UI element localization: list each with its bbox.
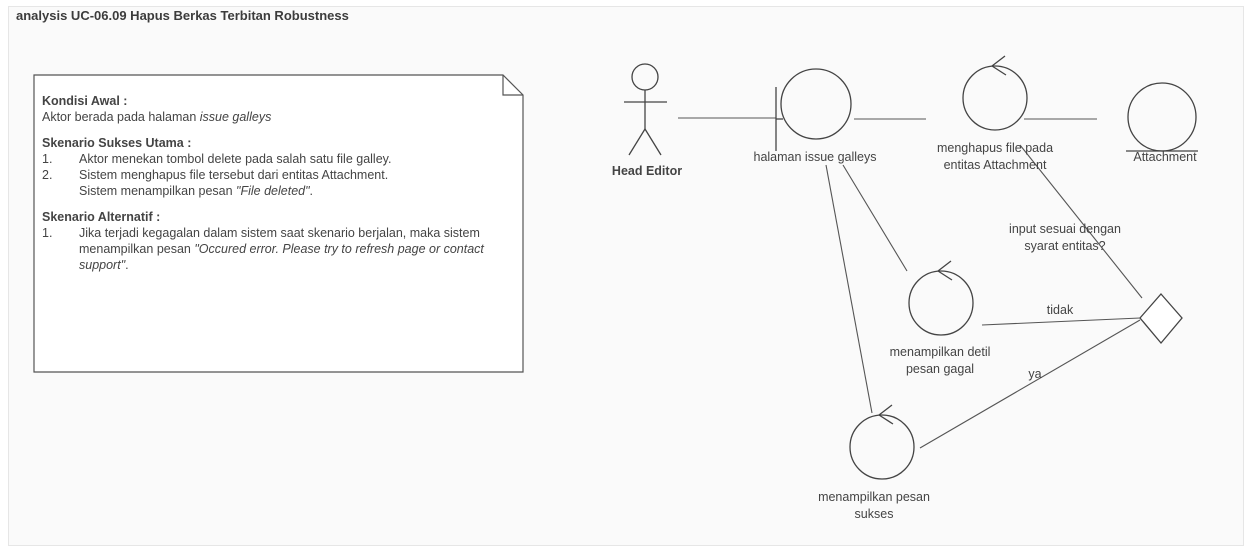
boundary-halaman-issue-galleys (775, 68, 852, 151)
link-success-decision (919, 319, 1141, 449)
control-menghapus-file (962, 55, 1028, 131)
main-scenario-heading: Skenario Sukses Utama : (42, 136, 192, 150)
main-step: 2.Sistem menghapus file tersebut dari en… (42, 168, 389, 198)
entity-attachment (1126, 82, 1198, 152)
main-scenario-steps: 1.Aktor menekan tombol delete pada salah… (42, 151, 520, 199)
diagram-title: analysis UC-06.09 Hapus Berkas Terbitan … (16, 8, 349, 23)
link-error-decision (981, 317, 1141, 326)
alt-step: 1.Jika terjadi kegagalan dalam sistem sa… (42, 226, 484, 272)
decision-diamond (1139, 293, 1183, 345)
alternative-scenario-heading: Skenario Alternatif : (42, 210, 161, 224)
actor-label: Head Editor (611, 164, 683, 178)
decision-question-label: input sesuai dengan syarat entitas? (1009, 222, 1121, 253)
note-fold (502, 75, 523, 96)
link-boundary-error (842, 164, 908, 272)
delete-control-label: menghapus file pada entitas Attachment (936, 141, 1054, 172)
boundary-label: halaman issue galleys (753, 150, 877, 164)
scenario-note: Kondisi Awal : Aktor berada pada halaman… (42, 93, 520, 273)
precondition-heading: Kondisi Awal : (42, 94, 128, 108)
link-boundary-success (825, 164, 873, 414)
no-branch-label: tidak (1046, 303, 1074, 317)
error-control-label: menampilkan detil pesan gagal (889, 345, 991, 376)
precondition-text: Aktor berada pada halaman issue galleys (42, 110, 272, 124)
note-box (33, 74, 524, 373)
success-control-label: menampilkan pesan sukses (818, 490, 930, 521)
main-step: 1.Aktor menekan tombol delete pada salah… (42, 152, 392, 166)
actor-head-editor (624, 63, 667, 156)
entity-label: Attachment (1133, 150, 1197, 164)
control-menampilkan-detil-pesan-gagal (908, 260, 974, 336)
control-menampilkan-pesan-sukses (849, 404, 915, 480)
yes-branch-label: ya (1028, 367, 1042, 381)
link-delete-decision (1019, 144, 1143, 299)
alternative-scenario-steps: 1.Jika terjadi kegagalan dalam sistem sa… (42, 225, 520, 273)
